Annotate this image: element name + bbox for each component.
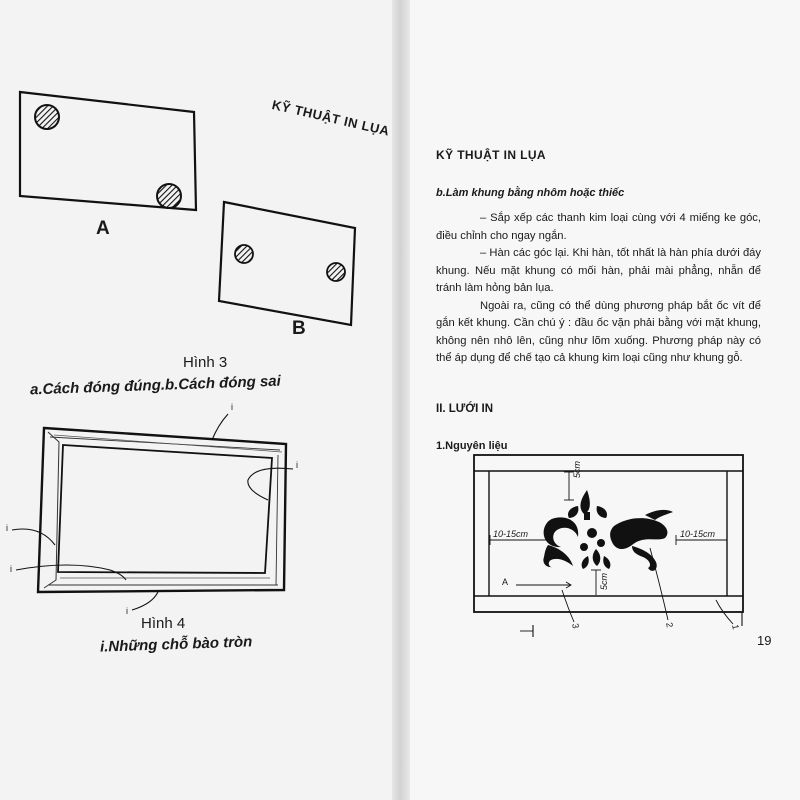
- figure3-label-b: B: [292, 318, 306, 339]
- left-page: [0, 0, 400, 800]
- left-figures: [11, 90, 357, 611]
- figure3b-hole-2: [326, 262, 346, 282]
- dim-left-label: 10-15cm: [493, 529, 529, 539]
- right-page: [400, 0, 800, 800]
- section-ii-title: II. LƯỚI IN: [436, 403, 494, 415]
- figure4-callout-bottom: i: [126, 606, 128, 616]
- figure4-frame-inner: [57, 444, 273, 574]
- dim-right-label: 10-15cm: [680, 529, 716, 539]
- figure4-callout-bottom-left: i: [10, 564, 12, 574]
- right-running-header: KỸ THUẬT IN LỤA: [436, 148, 546, 162]
- diagram-label-a: A: [502, 577, 509, 587]
- paragraph-1: – Sắp xếp các thanh kim loại cùng với 4 …: [436, 212, 761, 242]
- dim-bottom-label: 5cm: [599, 572, 609, 590]
- figure3-label-a: A: [96, 218, 110, 239]
- paragraph-2: – Hàn các góc lại. Khi hàn, tốt nhất là …: [436, 247, 761, 294]
- figure4-callout-top: i: [231, 402, 233, 412]
- diagram-outer-frame: [473, 454, 744, 613]
- dim-top-label: 5cm: [572, 460, 582, 478]
- figure3b-board: [217, 200, 357, 327]
- figure4-frame-outer: [36, 426, 288, 594]
- section-1-title: 1.Nguyên liệu: [436, 440, 508, 452]
- figure3a-hole-1: [34, 104, 60, 130]
- figure3-caption-title: Hình 3: [183, 354, 228, 371]
- section-b-title: b.Làm khung bằng nhôm hoặc thiếc: [436, 187, 625, 199]
- paragraph-3: Ngoài ra, cũng có thể dùng phương pháp b…: [436, 299, 761, 365]
- figure3b-hole-1: [234, 244, 254, 264]
- figure4-callout-left: i: [6, 523, 8, 533]
- figure3a-board: [18, 90, 198, 212]
- book-gutter: [392, 0, 410, 800]
- figure3a-hole-2: [156, 183, 182, 209]
- body-text: – Sắp xếp các thanh kim loại cùng với 4 …: [436, 210, 761, 368]
- figure4-caption-title: Hình 4: [141, 615, 186, 632]
- ornament-pattern: [543, 490, 673, 571]
- page-number: 19: [757, 633, 772, 648]
- figure4-callout-right: i: [296, 460, 298, 470]
